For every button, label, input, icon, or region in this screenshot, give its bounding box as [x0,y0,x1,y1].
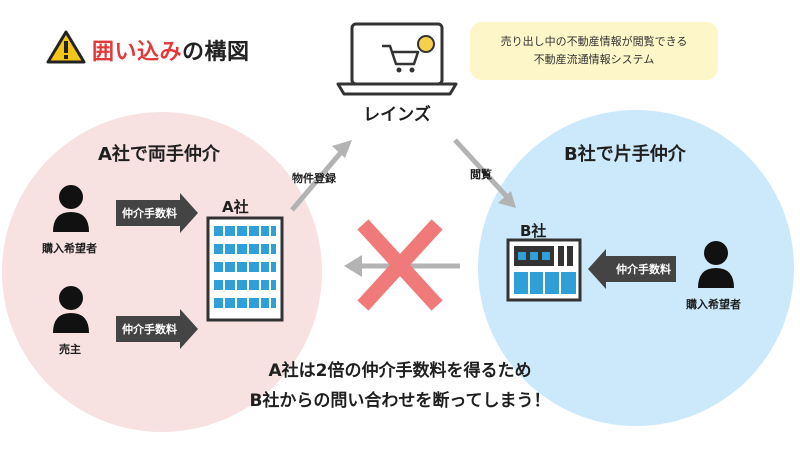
laptop-cart-icon [336,22,458,96]
buyer-label: 購入希望者 [42,242,97,255]
register-arrow [290,140,352,212]
seller-label: 売主 [59,343,81,356]
note-line-2: 不動産流通情報システム [533,53,655,66]
register-label: 物件登録 [292,172,336,185]
reins-description-note: 売り出し中の不動産情報が閲覧できる 不動産流通情報システム [470,22,718,80]
page-title: 囲い込みの構図 [92,34,250,66]
title-rest: の構図 [182,40,250,65]
fee-label-top: 仲介手数料 [122,207,177,220]
fee-label-right: 仲介手数料 [616,263,671,276]
view-arrow [453,138,516,208]
fee-arrow-bottom [116,309,198,349]
note-line-1: 売り出し中の不動産情報が閲覧できる [500,35,688,48]
b-company-building-icon [506,238,582,302]
fee-arrow-right [588,249,676,289]
fee-label-bottom: 仲介手数料 [122,323,177,336]
reins-label: レインズ [363,105,431,125]
view-label: 閲覧 [470,168,492,181]
cross-icon [357,219,443,311]
left-heading: A社で両手仲介 [98,144,220,165]
conclusion-line-2: B社からの問い合わせを断ってしまう！ [249,391,551,411]
conclusion-line-1: A社は2倍の仲介手数料を得るため [268,361,532,381]
right-heading: B社で片手仲介 [564,144,686,165]
title-highlight: 囲い込み [92,40,183,65]
seller-person-icon [53,286,89,333]
b-buyer-person-icon [698,241,734,288]
a-company-building-icon [206,216,284,322]
b-buyer-label: 購入希望者 [686,298,741,311]
a-company-label: A社 [222,198,249,216]
warning-icon [46,30,86,64]
buyer-person-icon [53,185,89,232]
b-company-label: B社 [520,222,547,240]
fee-arrow-top [116,193,198,233]
